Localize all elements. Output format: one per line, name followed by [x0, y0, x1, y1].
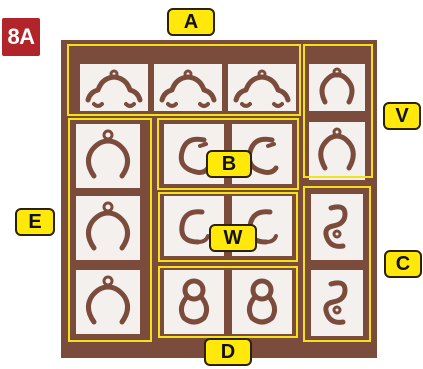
part-v-2 [309, 122, 365, 180]
label-d: D [204, 338, 252, 366]
open-ring-icon [86, 201, 130, 251]
open-ring-icon [319, 67, 355, 105]
label-e: E [15, 208, 55, 236]
arch-claw-icon [159, 69, 217, 108]
part-a-2 [154, 64, 222, 111]
label-a: A [167, 8, 215, 36]
group-w-outline [158, 192, 298, 262]
label-b: B [206, 150, 252, 178]
part-a-1 [80, 64, 148, 111]
part-e-1 [76, 124, 140, 188]
part-v-1 [309, 64, 365, 111]
part-d-1 [164, 270, 224, 334]
label-v: V [383, 102, 421, 130]
part-d-2 [232, 270, 292, 334]
label-c: C [384, 250, 422, 278]
s-hook-icon [323, 280, 348, 325]
group-v-outline [303, 44, 373, 178]
group-c-outline [303, 186, 371, 342]
open-ring-icon [86, 129, 130, 179]
open-ring-icon [318, 127, 356, 171]
part-c-1 [311, 194, 363, 260]
s-hook-icon [323, 204, 348, 249]
arch-claw-icon [85, 69, 143, 108]
c-hook-icon [178, 136, 211, 175]
label-w: W [209, 224, 257, 252]
arch-claw-icon [233, 69, 291, 108]
part-c-2 [311, 270, 363, 336]
figure-id-badge: 8A [2, 18, 40, 56]
part-e-3 [76, 270, 140, 334]
figure-eight-icon [178, 278, 210, 325]
c-hook-icon [179, 209, 210, 245]
group-a-outline [67, 44, 301, 116]
figure-eight-icon [246, 278, 278, 325]
group-e-outline [68, 118, 152, 342]
group-b-outline [157, 118, 299, 190]
group-d-outline [158, 266, 298, 338]
part-e-2 [76, 196, 140, 260]
part-a-3 [228, 64, 296, 111]
open-ring-icon [86, 275, 130, 325]
